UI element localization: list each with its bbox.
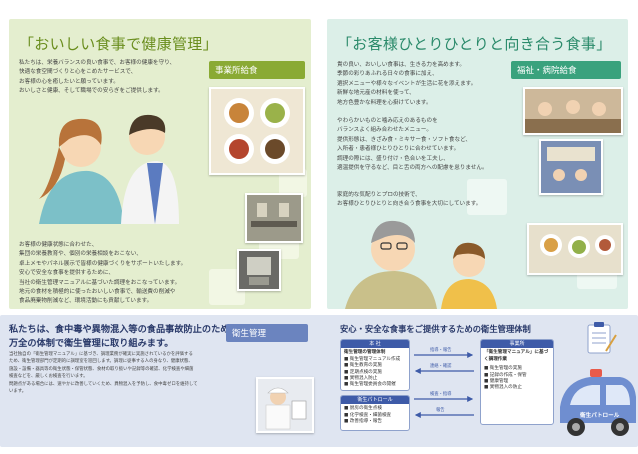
hygiene-system-title: 安心・安全な食事をご提供するための衛生管理体制 [340, 324, 531, 334]
arrow-label: 指導・報告 [430, 348, 452, 353]
office-catering-tag: 事業所給食 [209, 61, 305, 79]
office-catering-title: 「おいしい食事で健康管理」 [19, 35, 218, 53]
patrol-title: 衛生パトロール [341, 396, 409, 405]
welfare-catering-panel: 「お客様ひとりひとりと向き合う食事」 福祉・病院給食 貴の良い、おいしい食事は、… [327, 19, 628, 309]
arrow-label: 検査・指導 [430, 392, 452, 397]
hygiene-panel: 私たちは、食中毒や異物混入等の食品事故防止のため、 万全の体制で衛生管理に取り組… [0, 315, 638, 447]
hq-subtitle: 衛生管理の管理体制 [344, 350, 386, 356]
hygiene-inspection-photo [256, 377, 314, 433]
patrol-car-illustration [560, 369, 636, 436]
office-body-text: お客様の健康状態に合わせた、 集団の栄養教育や、個別の栄養相談をおこない、 卓上… [19, 242, 187, 305]
site-subtitle: 「衛生管理マニュアル」に基づく調理作業 [484, 350, 549, 362]
hygiene-tag: 衛生管理 [226, 324, 308, 342]
patrol-car-label: 衛生パトロール [580, 413, 620, 419]
patrol-box: 衛生パトロール ■ 厨房の衛生点検 ■ 化学検査・細菌検査 ■ 改善指導・報告 [340, 395, 410, 431]
hygiene-heading-line1: 私たちは、食中毒や異物混入等の食品事故防止のため、 [9, 324, 239, 335]
welfare-event-photo [539, 139, 603, 195]
hygiene-heading-line2: 万全の体制で衛生管理に取り組みます。 [9, 338, 174, 349]
arrow-label: 報告 [436, 408, 445, 413]
hq-box: 本 社 衛生管理の管理体制 ■ 衛生管理マニュアル作成 ■ 衛生教育の実施 ■ … [340, 339, 410, 391]
office-staff-illustration [39, 114, 179, 224]
welfare-body-text: やわらかいものと噛み応えのあるものを バランスよく組み合わせたメニュー。 提供形… [337, 118, 488, 172]
welfare-dining-photo [523, 87, 623, 135]
site-box: 事業所 「衛生管理マニュアル」に基づく調理作業 ■ 衛生管理の実施 ■ 記録の作… [480, 339, 554, 425]
arrow-label: 連絡・確認 [430, 364, 452, 369]
welfare-meal-photo [527, 223, 623, 275]
clipboard-icon [587, 322, 617, 354]
hq-title: 本 社 [341, 340, 409, 349]
hygiene-body-text: 当社独自の「衛生管理マニュアル」に基づき、調理業務が確実に実施されているかを評価… [9, 352, 198, 395]
office-food-photo [209, 87, 305, 175]
site-title: 事業所 [481, 340, 553, 349]
puzzle-decoration [467, 179, 507, 215]
office-catering-panel: 「おいしい食事で健康管理」 事業所給食 私たちは、栄養バランスの良い食事で、お客… [9, 19, 311, 309]
welfare-catering-title: 「お客様ひとりひとりと向き合う食事」 [337, 35, 612, 53]
flow-arrows [414, 352, 474, 418]
welfare-catering-tag: 福祉・病院給食 [511, 61, 621, 79]
office-health-panel-photo [237, 249, 281, 291]
office-intro-text: 私たちは、栄養バランスの良い食事で、お客様の健康を守り、 快適な食空間づくりと心… [19, 60, 176, 95]
office-cafeteria-photo [245, 193, 303, 243]
welfare-intro-text: 貴の良い、おいしい食事は、生きる力を高めます。 季節の彩りあふれる日々の食事に加… [337, 62, 477, 106]
welfare-closing-text: 家庭的な気配りとプロの技術で、 お客様ひとりひとりと向き合う食事を大切にしていま… [337, 192, 482, 208]
welfare-family-illustration [345, 220, 497, 309]
